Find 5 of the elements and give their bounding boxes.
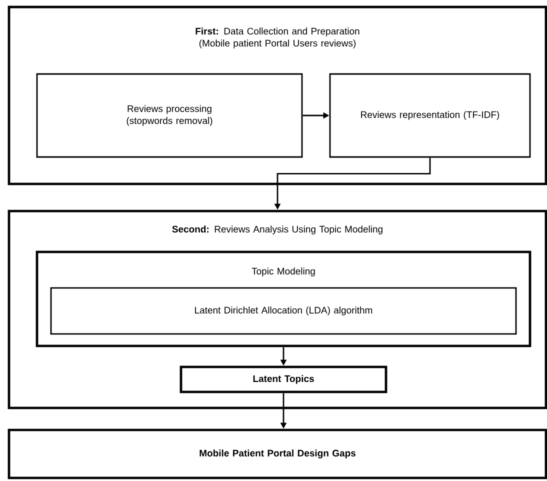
output-box: Latent Topics xyxy=(180,366,388,394)
output-box: Mobile Patient Portal Design Gaps xyxy=(8,428,547,480)
process-box: Reviews processing (stopwords removal) xyxy=(36,73,303,158)
process-box: Latent Dirichlet Allocation (LDA) algorithm xyxy=(50,287,517,335)
process-box: Reviews representation (TF-IDF) xyxy=(329,73,531,158)
